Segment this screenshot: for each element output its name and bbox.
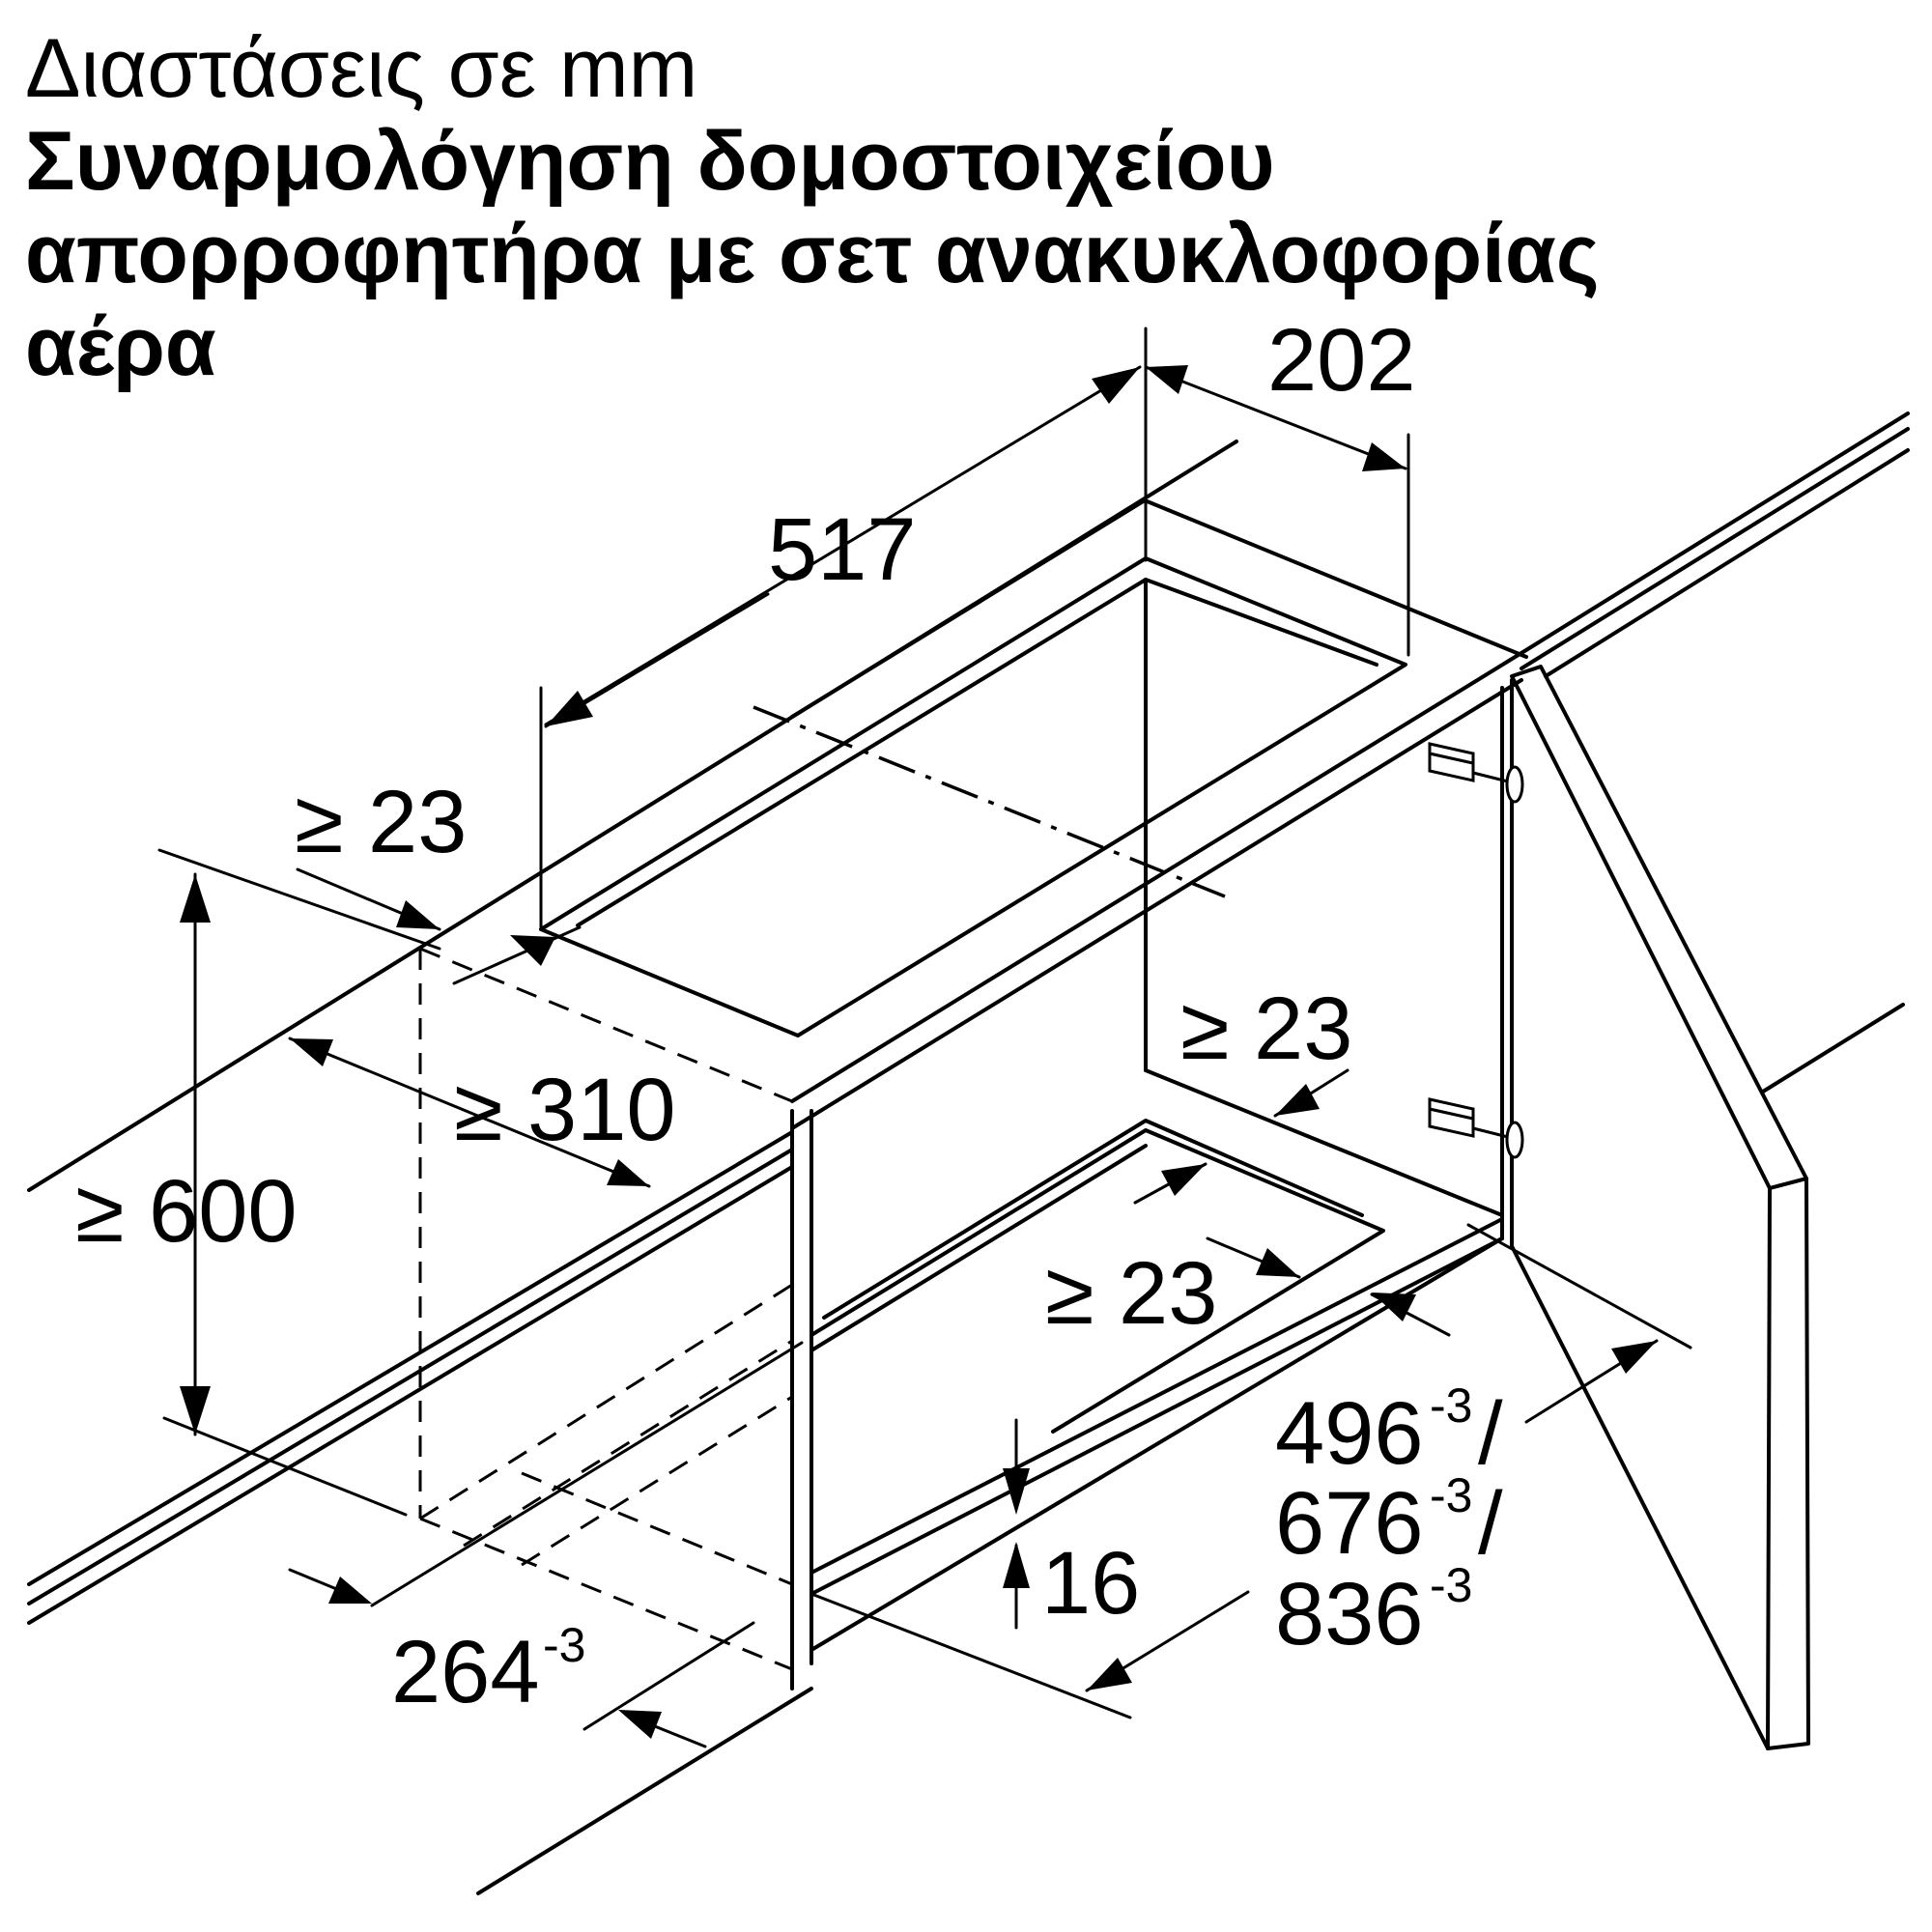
title-line-1: Συναρμολόγηση δομοστοιχείου xyxy=(25,115,1275,208)
hinge-top xyxy=(1428,742,1524,804)
arrow-310-a xyxy=(290,1038,333,1066)
arrow-23-top-a xyxy=(396,900,440,929)
top-cutout-inner xyxy=(576,578,1378,927)
arrow-202-a xyxy=(1146,365,1188,394)
door-front xyxy=(1766,1177,1810,1750)
dim-202: 202 xyxy=(1267,311,1416,410)
dim-310: ≥ 310 xyxy=(454,1061,676,1159)
wall-line-right xyxy=(1761,1003,1905,1094)
lower-back-edge xyxy=(1144,1068,1504,1217)
arrow-496-a xyxy=(1611,1341,1657,1374)
top-plate-front2 xyxy=(790,678,1523,1130)
hidden-diag-4 xyxy=(521,1471,793,1586)
upper-rail-1 xyxy=(1520,412,1910,655)
arrow-23-side xyxy=(1372,1293,1416,1321)
arrow-23-low-b xyxy=(1256,1248,1299,1277)
mid-rail xyxy=(810,1144,1148,1352)
arrow-496-b xyxy=(1087,1658,1132,1690)
top-cutout xyxy=(539,556,1407,1037)
arrow-600-bottom xyxy=(180,1386,211,1435)
dim-202-line xyxy=(1144,365,1407,470)
dim-496: 496 xyxy=(1275,1384,1424,1483)
arrow-310-b xyxy=(607,1159,649,1186)
arrow-264-a xyxy=(328,1577,372,1604)
hidden-diag-2 xyxy=(463,1339,793,1548)
arrow-16-down xyxy=(1003,1468,1030,1515)
dim-264-tolerance: -3 xyxy=(543,1618,585,1672)
arrow-264-b xyxy=(618,1710,662,1739)
door-bottom xyxy=(1510,1244,1770,1750)
ext-264-b xyxy=(582,1621,755,1731)
bottom-plate-a xyxy=(810,1217,1504,1575)
arrow-202-b xyxy=(1362,442,1406,471)
dim-836: 836 xyxy=(1275,1565,1424,1663)
arrow-16-up xyxy=(1003,1542,1030,1588)
arrow-23-low-a xyxy=(1161,1164,1206,1196)
lower-cutout-inner xyxy=(822,1119,1364,1320)
dim-600: ≥ 600 xyxy=(75,1162,298,1261)
ext-600-top xyxy=(157,848,441,951)
dim-264: 264 xyxy=(391,1623,540,1721)
top-plate-front xyxy=(790,651,1523,1103)
arrow-23-top-b xyxy=(510,935,555,966)
bottom-plate-c xyxy=(810,1236,1504,1652)
door-edge xyxy=(1510,665,1808,1190)
title-line-2: απορροφητήρα με σετ ανακυκλοφορίας xyxy=(25,208,1600,300)
ext-600-bottom xyxy=(162,1416,408,1517)
dim-23-top-line2 xyxy=(452,925,582,985)
arrow-23-mid xyxy=(1275,1084,1320,1116)
dim-310-line xyxy=(288,1037,651,1188)
arrow-517-bottom xyxy=(546,691,593,726)
panel-bottom-edge xyxy=(476,1687,813,1895)
arrow-600-top xyxy=(180,874,211,923)
dim-517: 517 xyxy=(768,500,917,599)
dim-676-tolerance: -3 xyxy=(1430,1468,1472,1522)
hinge-bottom xyxy=(1428,1097,1524,1159)
dim-517-line xyxy=(544,486,941,726)
dim-23-top: ≥ 23 xyxy=(295,773,467,871)
arrow-517-top xyxy=(1092,367,1140,404)
dim-517-line-top xyxy=(937,365,1142,490)
upper-rail-2 xyxy=(1520,427,1910,670)
dim-496-tolerance: -3 xyxy=(1430,1378,1472,1433)
upper-rail-3 xyxy=(1544,448,1910,678)
caption: Διαστάσεις σε mm xyxy=(25,22,697,115)
hidden-diag-3 xyxy=(521,1395,793,1567)
dimension-lines xyxy=(157,365,1692,1748)
rail-1 xyxy=(27,1130,794,1586)
top-left-rear xyxy=(790,498,1147,719)
title-line-3: αέρα xyxy=(25,300,216,393)
dim-23-low: ≥ 23 xyxy=(1045,1244,1217,1343)
rail-2 xyxy=(27,1148,794,1605)
dim-676: 676 xyxy=(1275,1474,1424,1573)
dim-836-tolerance: -3 xyxy=(1430,1558,1472,1612)
ext-264-a xyxy=(370,1341,804,1607)
ext-496-left xyxy=(810,1592,1132,1719)
lower-cutout xyxy=(810,1128,1385,1434)
hidden-diag-1 xyxy=(419,1283,793,1520)
dim-676-slash: / xyxy=(1478,1474,1503,1573)
cabinet-drawing xyxy=(27,327,1910,1895)
rail-3 xyxy=(27,1165,794,1625)
dim-496-slash: / xyxy=(1478,1384,1503,1483)
dim-23-mid: ≥ 23 xyxy=(1180,980,1352,1078)
top-right-edge xyxy=(1143,498,1528,659)
dim-16: 16 xyxy=(1041,1534,1140,1633)
center-axis xyxy=(753,705,1226,898)
ext-496-right xyxy=(1466,1223,1692,1350)
